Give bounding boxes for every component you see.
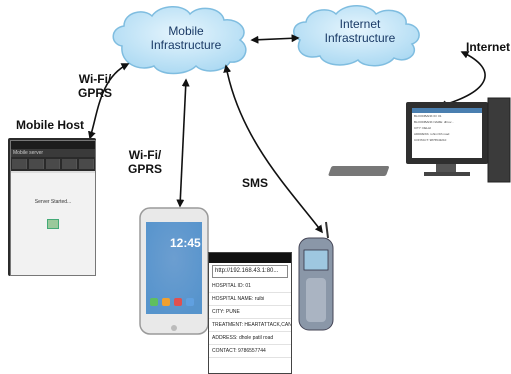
arrow-clouds — [250, 34, 300, 44]
browser-screen: http://192.168.43.1:80... HOSPITAL ID: 0… — [208, 252, 292, 374]
server-button — [47, 219, 59, 229]
connection-arrows — [88, 34, 486, 234]
app-title-bar: Mobile server — [11, 149, 95, 157]
tab-icon — [79, 159, 94, 169]
monitor-line: CONTACT: 9876543210 — [414, 138, 447, 142]
smartphone-clock: 12:45 — [170, 236, 201, 250]
wifi-gprs-label-center: Wi-Fi/ GPRS — [128, 148, 163, 176]
feature-phone — [298, 221, 334, 331]
wifi-gprs-label-left: Wi-Fi/ GPRS — [78, 72, 113, 100]
server-status-text: Server Started... — [34, 199, 72, 205]
monitor-line: ADDRESS: rohini 6th road — [414, 132, 450, 136]
tab-icon — [62, 159, 78, 169]
window-title-bar — [412, 108, 482, 113]
tab-icon — [12, 159, 27, 169]
record-line: HOSPITAL ID: 01 — [209, 280, 291, 293]
arrow-host — [88, 63, 130, 140]
mobile-host-screen: Mobile server Server Started... — [10, 140, 96, 276]
monitor-line: BLOODBANK ID: 01 — [414, 114, 442, 118]
internet-infrastructure-cloud — [293, 5, 420, 67]
monitor-line: CITY: DELHI — [414, 126, 432, 130]
record-line: CITY: PUNE — [209, 306, 291, 319]
internet-infrastructure-label: Internet Infrastructure — [324, 17, 396, 45]
browser-url-field: http://192.168.43.1:80... — [212, 265, 288, 278]
mobile-infrastructure-label: Mobile Infrastructure — [150, 24, 222, 52]
mobile-host-label: Mobile Host — [16, 118, 84, 132]
sms-label: SMS — [242, 176, 269, 190]
arrow-feature-phone — [223, 64, 323, 234]
arrow-internet-pc — [438, 51, 486, 109]
arrow-smartphone — [176, 78, 190, 208]
status-bar — [11, 141, 95, 149]
internet-label: Internet — [466, 40, 511, 54]
monitor-line: BLOODBANK NAME: dhruv... — [414, 120, 454, 124]
record-line: HOSPITAL NAME: ruibi — [209, 293, 291, 306]
app-tab-bar — [11, 157, 95, 171]
record-line: ADDRESS: dhole patil road — [209, 332, 291, 345]
browser-status-bar — [209, 253, 291, 263]
tab-icon — [45, 159, 61, 169]
monitor-screen: BLOODBANK ID: 01 BLOODBANK NAME: dhruv..… — [412, 108, 482, 158]
smartphone — [139, 207, 209, 335]
tab-icon — [28, 159, 44, 169]
record-line: CONTACT: 9786557744 — [209, 345, 291, 358]
mobile-infrastructure-cloud — [112, 6, 247, 75]
record-line: TREATMENT: HEARTATTACK,CANCER, — [209, 319, 291, 332]
app-body: Server Started... — [11, 173, 95, 275]
